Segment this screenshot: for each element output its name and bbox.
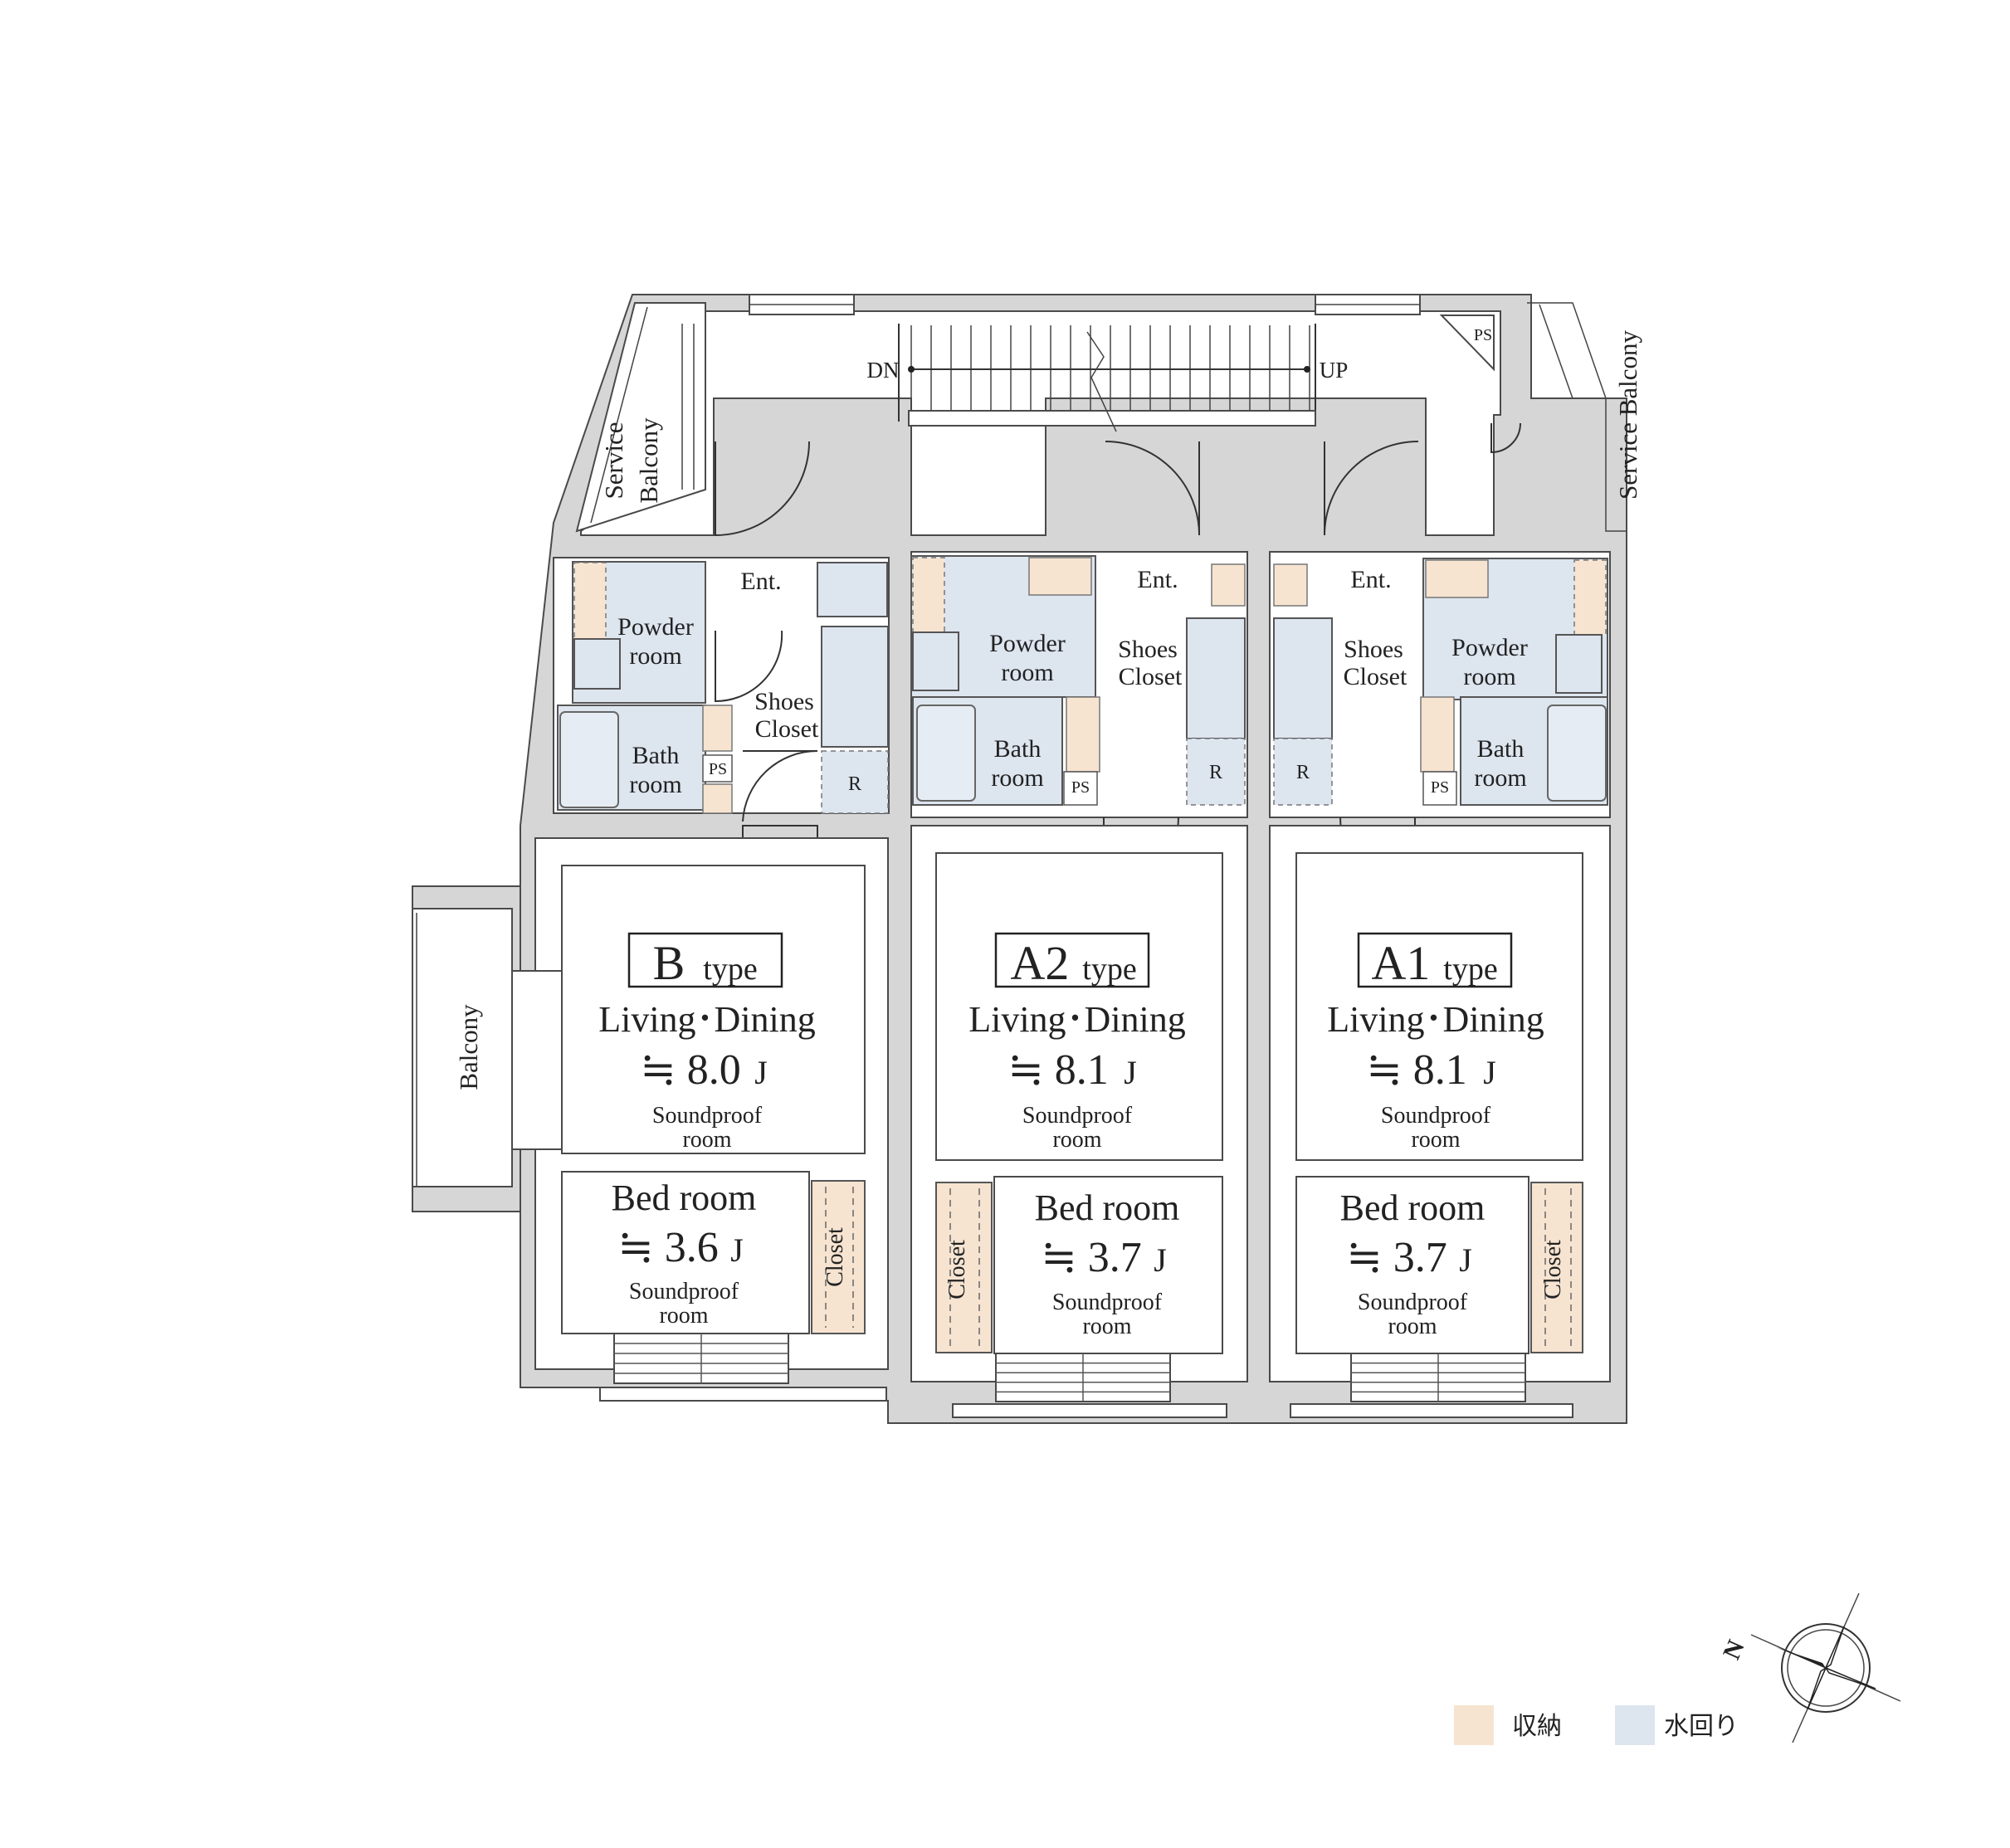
unit-a1-fridge-label: R <box>1296 762 1310 783</box>
unit-a1-type-box <box>1357 932 1513 988</box>
unit-a2-shoes-label-1: Shoes <box>1118 636 1178 663</box>
unit-b-bed-label: Bed room <box>612 1178 757 1218</box>
unit-b-shoes-label-2: Closet <box>755 715 819 743</box>
unit-b-type-box <box>627 932 783 988</box>
unit-a1-bed-unit: J <box>1459 1241 1472 1279</box>
balcony-west: Balcony <box>412 885 563 1212</box>
unit-b-type-letter: B <box>653 936 685 990</box>
unit-b-bed-unit: J <box>730 1231 744 1269</box>
ps-top-label: PS <box>1474 326 1492 344</box>
unit-a1-shoes-label-2: Closet <box>1344 663 1407 690</box>
unit-a1-closet-label: Closet <box>1540 1240 1566 1299</box>
unit-b-shoes-label-1: Shoes <box>754 688 814 715</box>
unit-a1-shoes-label-1: Shoes <box>1344 636 1403 663</box>
unit-a1-type-suffix: type <box>1443 952 1497 987</box>
unit-b-living-sound-2: room <box>682 1127 731 1153</box>
unit-a2-type-box <box>994 932 1150 988</box>
compass: N <box>1718 1592 1901 1743</box>
unit-a1: Ent. Powder room Bath room Shoes Closet … <box>1269 551 1611 1402</box>
unit-b-living-label: Living･Dining <box>598 999 816 1040</box>
unit-a1-living-unit: J <box>1483 1054 1496 1091</box>
unit-b-bed-area: ≒ 3.6 <box>617 1224 719 1271</box>
ps-shaft-top: PS <box>1439 315 1495 372</box>
unit-a2-closet <box>935 1182 993 1353</box>
stair-up-label: UP <box>1320 358 1349 383</box>
unit-b-entrance: Ent. <box>740 568 781 595</box>
unit-b: Ent. Powder room Bath room Shoes Closet … <box>534 557 890 1384</box>
unit-a1-closet <box>1530 1182 1583 1353</box>
unit-b-fridge-label: R <box>848 773 861 795</box>
unit-a2-bed-sound-2: room <box>1082 1314 1131 1339</box>
unit-b-living-sound-1: Soundproof <box>652 1103 763 1129</box>
unit-b-bed-sound-1: Soundproof <box>629 1279 739 1304</box>
unit-b-powder-label-2: room <box>629 642 681 670</box>
unit-a1-bath-label-1: Bath <box>1477 735 1525 763</box>
unit-b-living-unit: J <box>754 1054 768 1091</box>
balcony-west-label: Balcony <box>454 1004 483 1090</box>
unit-a2-living-area: ≒ 8.1 <box>1007 1046 1109 1094</box>
service-balcony-right: Service Balcony <box>1527 302 1642 532</box>
unit-b-powder-label-1: Powder <box>617 613 694 641</box>
stair-dn-label: DN <box>867 358 900 383</box>
unit-a1-type-letter: A1 <box>1372 936 1431 990</box>
unit-a1-living-area: ≒ 8.1 <box>1366 1046 1467 1094</box>
unit-b-bed-sound-2: room <box>659 1303 708 1329</box>
unit-a2-type-letter: A2 <box>1011 936 1070 990</box>
unit-a2-bath-label-1: Bath <box>994 735 1042 763</box>
unit-a2: Ent. Powder room Bath room Shoes Closet … <box>910 551 1248 1402</box>
legend: 収納 水回り <box>1454 1705 1739 1745</box>
unit-a1-living-sound-1: Soundproof <box>1381 1103 1491 1129</box>
unit-a1-entrance: Ent. <box>1350 566 1391 593</box>
unit-b-closet-label: Closet <box>822 1227 848 1287</box>
unit-a1-powder-label-1: Powder <box>1451 634 1528 661</box>
unit-a1-bed-sound-2: room <box>1388 1314 1437 1339</box>
legend-water-swatch <box>1615 1705 1655 1745</box>
service-balcony-right-label: Service Balcony <box>1613 329 1642 500</box>
unit-b-type-suffix: type <box>703 952 757 987</box>
unit-a2-ps-label: PS <box>1071 778 1090 797</box>
unit-a1-powder-label-2: room <box>1463 663 1515 690</box>
unit-a2-bed-sound-1: Soundproof <box>1052 1290 1163 1315</box>
unit-a1-living-label: Living･Dining <box>1327 999 1544 1040</box>
unit-a2-bed-area: ≒ 3.7 <box>1041 1234 1142 1281</box>
compass-north-label: N <box>1718 1636 1750 1664</box>
corridor-windows <box>749 294 1421 315</box>
legend-storage-swatch <box>1454 1705 1494 1745</box>
unit-a2-type-suffix: type <box>1082 952 1136 987</box>
unit-a1-bed-area: ≒ 3.7 <box>1346 1234 1447 1281</box>
unit-b-closet <box>811 1180 866 1334</box>
unit-b-bath-label-1: Bath <box>632 742 680 769</box>
unit-a1-bed-label: Bed room <box>1340 1187 1486 1228</box>
unit-a1-bed-sound-1: Soundproof <box>1358 1290 1468 1315</box>
unit-a1-ps-label: PS <box>1431 778 1449 797</box>
corridor-doors <box>715 422 1521 537</box>
unit-a2-bed-label: Bed room <box>1035 1187 1180 1228</box>
unit-a2-bed-unit: J <box>1154 1241 1167 1279</box>
staircase: DN UP <box>867 324 1349 432</box>
unit-a1-bath-label-2: room <box>1474 764 1526 792</box>
unit-a2-bath-label-2: room <box>991 764 1043 792</box>
unit-a2-entrance: Ent. <box>1137 566 1178 593</box>
south-railings <box>599 1387 1573 1418</box>
legend-storage-label: 収納 <box>1512 1713 1562 1740</box>
unit-a2-shoes-label-2: Closet <box>1119 663 1183 690</box>
unit-a2-living-sound-1: Soundproof <box>1022 1103 1133 1129</box>
unit-b-living-area: ≒ 8.0 <box>640 1046 741 1094</box>
unit-a2-powder-label-2: room <box>1001 659 1053 686</box>
unit-b-ps-label: PS <box>709 760 727 778</box>
unit-a1-living-sound-2: room <box>1411 1127 1460 1153</box>
unit-a2-closet-label: Closet <box>944 1240 970 1299</box>
service-balcony-left-label-2: Balcony <box>634 417 663 504</box>
unit-a2-fridge-label: R <box>1209 762 1222 783</box>
unit-a2-living-sound-2: room <box>1052 1127 1101 1153</box>
service-balcony-left-label-1: Service <box>599 422 628 500</box>
service-balcony-left: Service Balcony <box>575 302 706 533</box>
unit-a2-living-unit: J <box>1124 1054 1137 1091</box>
legend-water-label: 水回り <box>1664 1713 1739 1740</box>
unit-b-bath-label-2: room <box>629 771 681 798</box>
unit-a2-powder-label-1: Powder <box>989 630 1066 657</box>
unit-a2-living-label: Living･Dining <box>968 999 1186 1040</box>
